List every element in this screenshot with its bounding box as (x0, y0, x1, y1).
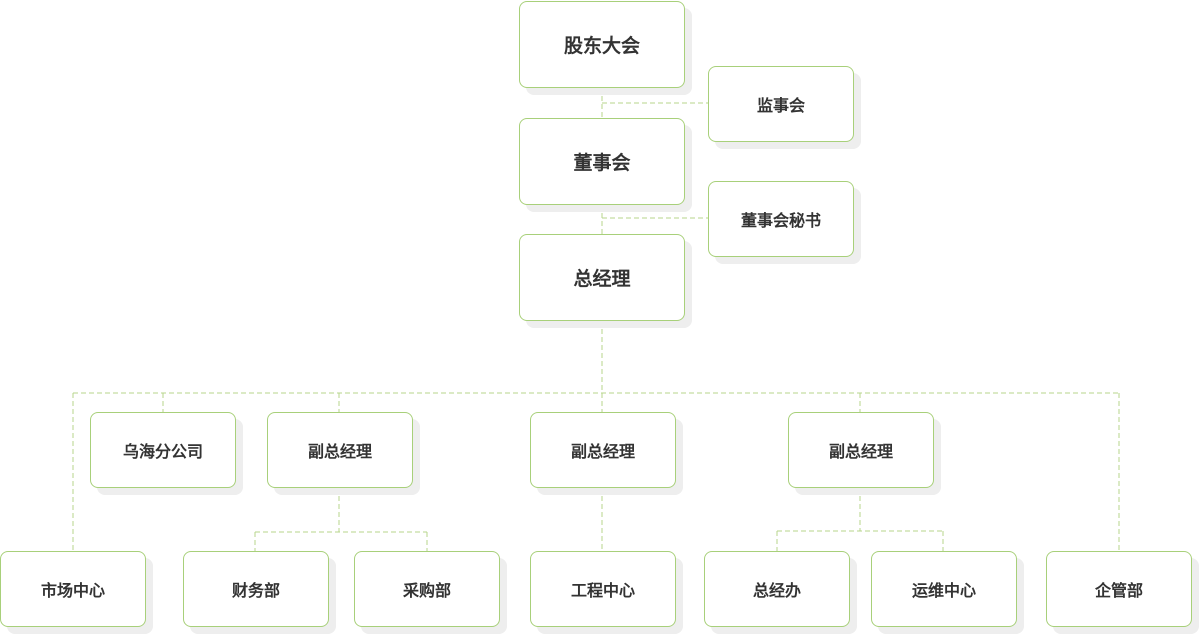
node-engineering-center[interactable]: 工程中心 (530, 551, 676, 627)
node-board-of-directors[interactable]: 董事会 (519, 118, 685, 205)
node-operations-center[interactable]: 运维中心 (871, 551, 1017, 627)
node-finance-dept[interactable]: 财务部 (183, 551, 329, 627)
node-purchasing-dept[interactable]: 采购部 (354, 551, 500, 627)
node-shareholders-meeting[interactable]: 股东大会 (519, 1, 685, 88)
node-board-secretary[interactable]: 董事会秘书 (708, 181, 854, 257)
node-deputy-gm-1[interactable]: 副总经理 (267, 412, 413, 488)
node-market-center[interactable]: 市场中心 (0, 551, 146, 627)
node-supervisory-board[interactable]: 监事会 (708, 66, 854, 142)
node-deputy-gm-3[interactable]: 副总经理 (788, 412, 934, 488)
node-gm-office[interactable]: 总经办 (704, 551, 850, 627)
node-wuhai-branch[interactable]: 乌海分公司 (90, 412, 236, 488)
node-general-manager[interactable]: 总经理 (519, 234, 685, 321)
node-deputy-gm-2[interactable]: 副总经理 (530, 412, 676, 488)
node-enterprise-mgmt-dept[interactable]: 企管部 (1046, 551, 1192, 627)
